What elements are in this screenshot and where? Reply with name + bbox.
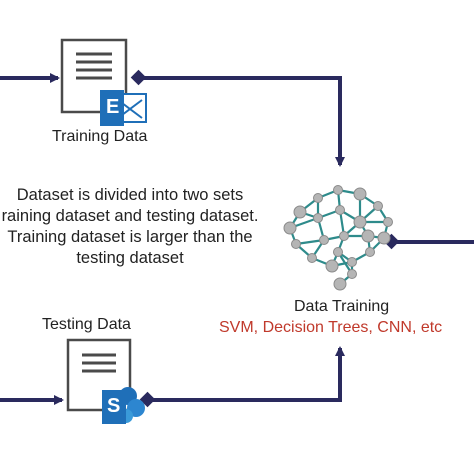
training-data-label: Training Data	[52, 128, 148, 145]
network-node	[283, 221, 297, 235]
testing-to-model-arrow	[150, 346, 345, 402]
network-node	[293, 205, 307, 219]
methods-label: SVM, Decision Trees, CNN, etc	[219, 319, 443, 336]
data-training-label: Data Training	[294, 298, 390, 315]
network-node	[353, 215, 367, 229]
network-node	[307, 253, 317, 263]
training-badge-letter: E	[106, 96, 120, 118]
exchange-icon	[100, 90, 147, 126]
network-node	[347, 269, 357, 279]
network-node	[333, 185, 343, 195]
dataset-description: Dataset is divided into two sets raining…	[0, 185, 280, 269]
training-output-diamond	[130, 69, 147, 86]
network-node	[383, 217, 393, 227]
network-node	[319, 235, 329, 245]
testing-data-label: Testing Data	[42, 316, 131, 333]
network-node	[335, 205, 345, 215]
network-node	[333, 277, 347, 291]
description-line: raining dataset and testing dataset.	[1, 207, 259, 225]
network-node	[313, 193, 323, 203]
network-node	[377, 231, 391, 245]
network-node	[353, 187, 367, 201]
description-line: Training dataset is larger than the	[7, 228, 253, 246]
connectors	[0, 73, 474, 405]
network-node	[347, 257, 357, 267]
network-node	[325, 259, 339, 273]
description-line: Dataset is divided into two sets	[16, 186, 244, 204]
brain-network-icon	[283, 185, 393, 291]
network-node	[313, 213, 323, 223]
network-node	[333, 247, 343, 257]
training-to-model-arrow	[140, 76, 345, 167]
network-node	[373, 201, 383, 211]
network-node	[291, 239, 301, 249]
description-line: testing dataset	[76, 249, 184, 267]
sharepoint-icon	[102, 387, 145, 424]
network-node	[365, 247, 375, 257]
network-node	[339, 231, 349, 241]
testing-badge-letter: S	[107, 395, 121, 417]
network-node	[361, 229, 375, 243]
